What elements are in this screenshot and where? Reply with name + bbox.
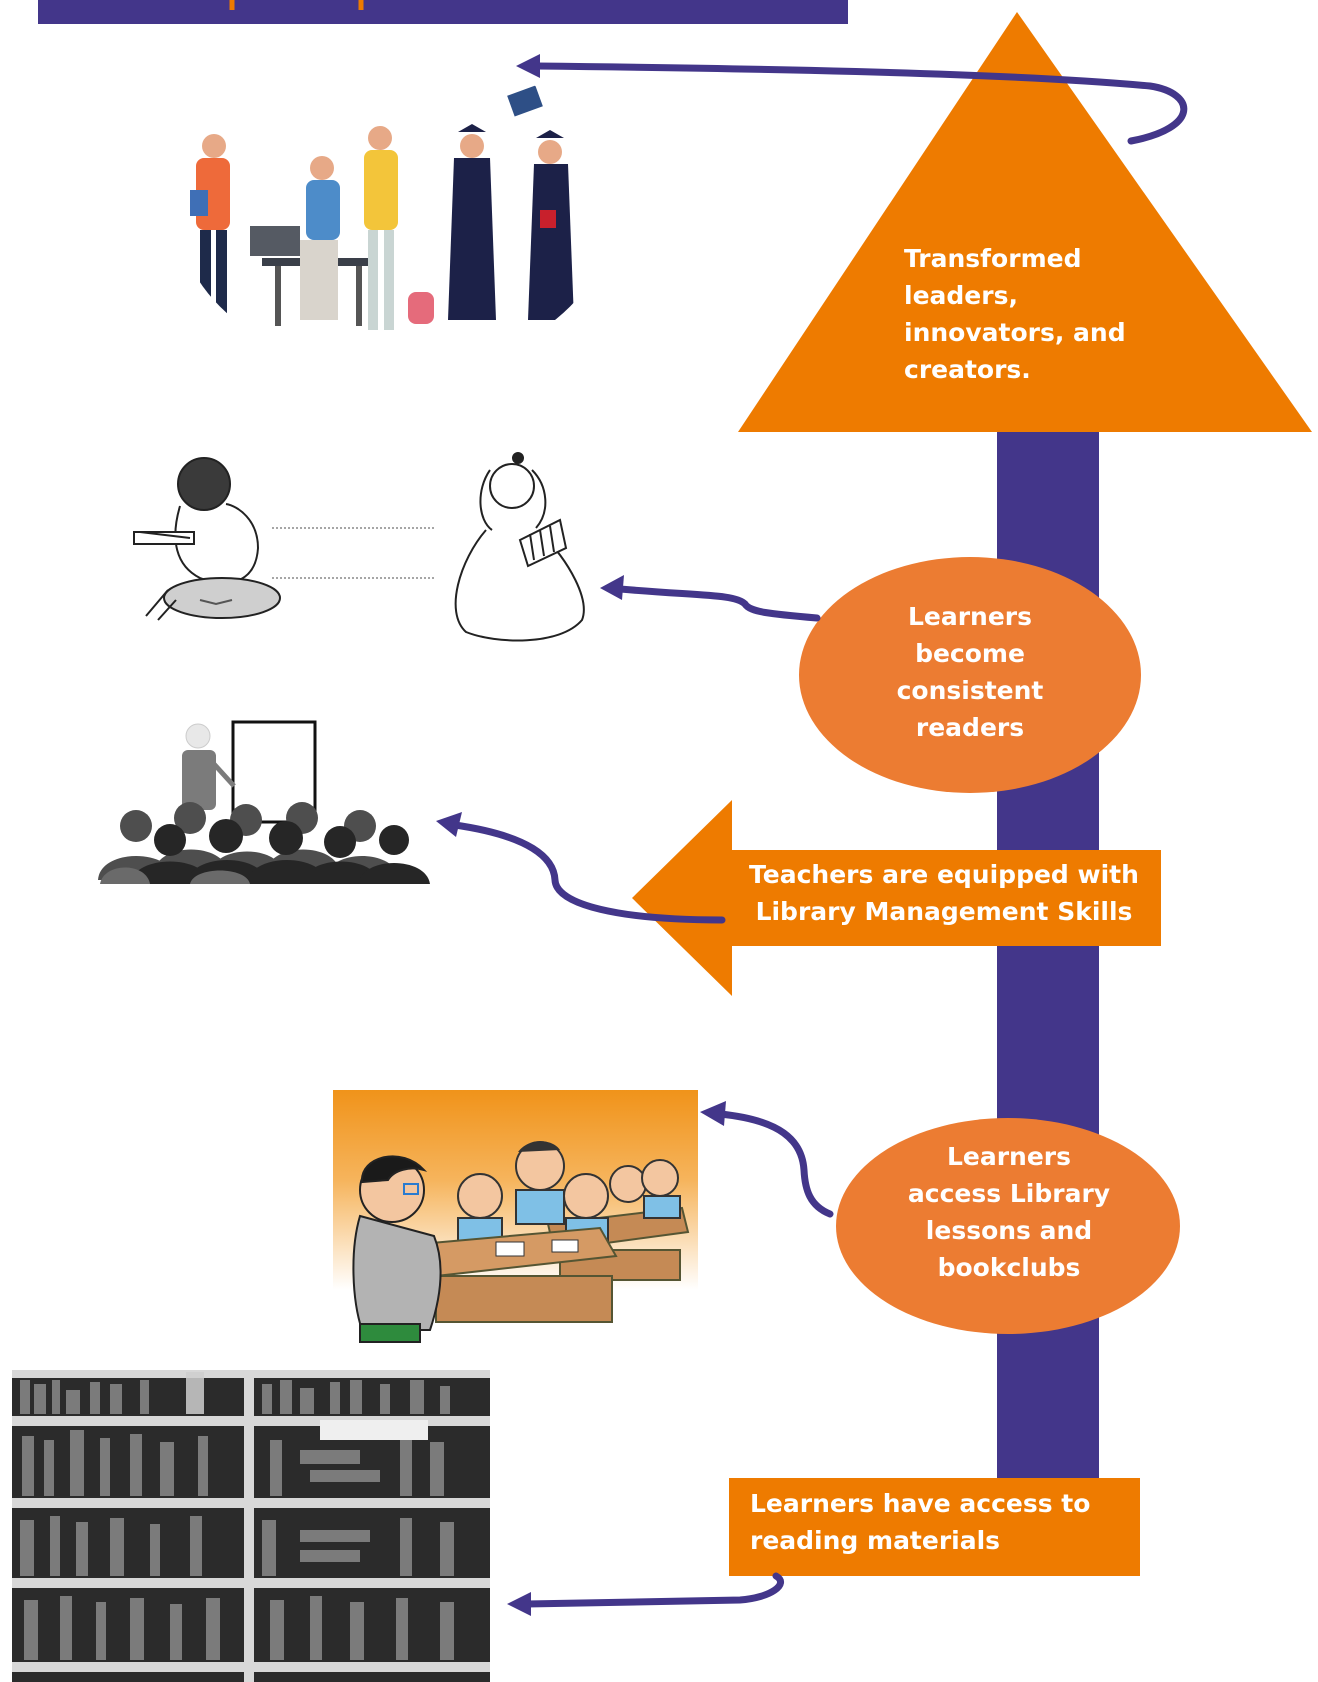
goal-triangle <box>738 12 1312 432</box>
readers-ellipse <box>799 557 1141 793</box>
materials-box <box>729 1478 1140 1576</box>
top-banner-bar <box>38 0 848 24</box>
goal-label: Transformed leaders, innovators, and cre… <box>904 244 1126 384</box>
lessons-label: Learners access Library lessons and book… <box>907 1142 1111 1282</box>
readers-label: Learners become consistent readers <box>896 602 1044 742</box>
connector-goal-arrow <box>532 62 1188 145</box>
connector-lessons-arrow <box>716 1110 834 1218</box>
teacher-presentation-illustration <box>98 720 430 884</box>
arrowhead-teachers <box>436 812 462 837</box>
arrowhead-materials <box>507 1592 531 1616</box>
arrowhead-goal <box>516 54 540 78</box>
children-reading-illustration <box>133 452 585 642</box>
arrowhead-lessons <box>700 1101 726 1126</box>
arrowhead-readers <box>600 575 624 600</box>
classroom-cartoon-illustration <box>333 1090 698 1343</box>
teachers-arrow-shape <box>632 800 1161 996</box>
lessons-ellipse <box>836 1118 1180 1334</box>
connector-teachers-arrow <box>451 821 726 924</box>
bookshelf-photo <box>12 1370 490 1682</box>
graduates-students-illustration <box>177 48 613 372</box>
teachers-label: Teachers are equipped with Library Manag… <box>749 860 1139 926</box>
materials-label: Learners have access to reading material… <box>750 1489 1091 1555</box>
connector-readers-arrow <box>616 585 821 622</box>
connector-materials-arrow <box>523 1572 784 1608</box>
